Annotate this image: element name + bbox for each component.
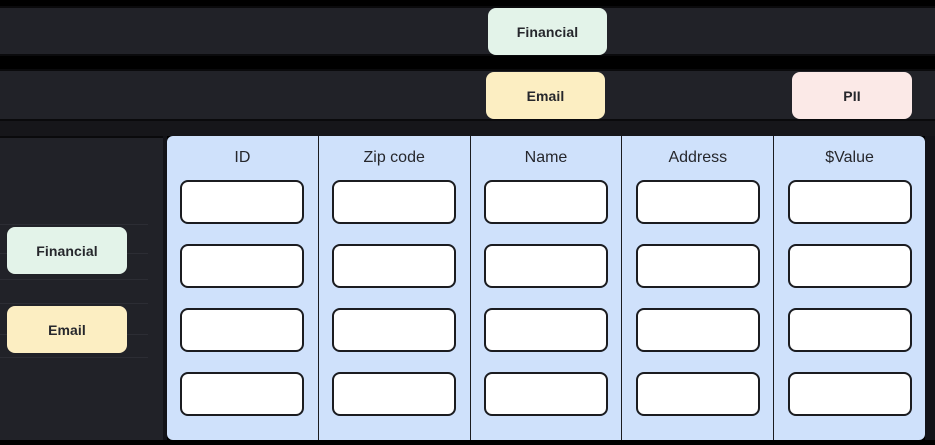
table-cell[interactable] [332, 372, 457, 416]
band-separator-bottom-2 [0, 119, 935, 121]
column-header-zip-code: Zip code [363, 149, 425, 166]
table-cell[interactable] [787, 180, 912, 224]
table-cell[interactable] [635, 180, 760, 224]
table-cell[interactable] [180, 372, 305, 416]
table-cell[interactable] [635, 244, 760, 288]
page-right-edge [925, 136, 935, 445]
tag-row-2 [0, 71, 935, 119]
table-cell[interactable] [332, 308, 457, 352]
table-column-value[interactable]: $Value [774, 136, 925, 440]
table-column-id[interactable]: ID [167, 136, 319, 440]
column-cells [471, 180, 622, 440]
table-column-address[interactable]: Address [622, 136, 775, 440]
sidebar-slot-line [0, 303, 148, 304]
tag-pill-pii-row2[interactable]: PII [792, 72, 912, 119]
band-table-gap [0, 121, 935, 136]
band-separator-top-2 [0, 69, 935, 71]
sidebar-slot-line [0, 224, 148, 225]
sidebar-table-gutter [163, 136, 167, 445]
band-separator-top-1 [0, 6, 935, 8]
column-cells [319, 180, 470, 440]
table-cell[interactable] [180, 244, 305, 288]
page-bottom-edge [0, 440, 935, 445]
table-cell[interactable] [332, 180, 457, 224]
table-cell[interactable] [787, 372, 912, 416]
column-header-value: $Value [825, 149, 874, 166]
table-cell[interactable] [483, 180, 608, 224]
column-header-address: Address [668, 149, 728, 166]
table-column-zip-code[interactable]: Zip code [318, 136, 471, 440]
column-cells [774, 180, 925, 440]
data-table: ID Zip code Name Address [167, 136, 925, 440]
column-cells [622, 180, 773, 440]
sidebar-tag-pill-email[interactable]: Email [7, 306, 127, 353]
table-cell[interactable] [483, 308, 608, 352]
column-header-name: Name [524, 149, 568, 166]
table-cell[interactable] [483, 372, 608, 416]
sidebar-tag-pill-financial[interactable]: Financial [7, 227, 127, 274]
table-cell[interactable] [635, 308, 760, 352]
column-header-id: ID [234, 149, 251, 166]
sidebar-slot-line [0, 279, 148, 280]
table-cell[interactable] [332, 244, 457, 288]
sidebar-slot-line [0, 357, 148, 358]
table-cell[interactable] [483, 244, 608, 288]
table-column-name[interactable]: Name [470, 136, 623, 440]
tag-sidebar: Financial Email [0, 136, 163, 445]
tag-pill-email-row2[interactable]: Email [486, 72, 605, 119]
table-cell[interactable] [180, 308, 305, 352]
table-cell[interactable] [787, 244, 912, 288]
table-cell[interactable] [787, 308, 912, 352]
table-cell[interactable] [180, 180, 305, 224]
band-separator-bottom-1 [0, 54, 935, 56]
column-cells [167, 180, 318, 440]
tag-row-1 [0, 8, 935, 54]
page-top-edge [0, 0, 935, 6]
tag-pill-financial-row1[interactable]: Financial [488, 8, 607, 55]
table-cell[interactable] [635, 372, 760, 416]
